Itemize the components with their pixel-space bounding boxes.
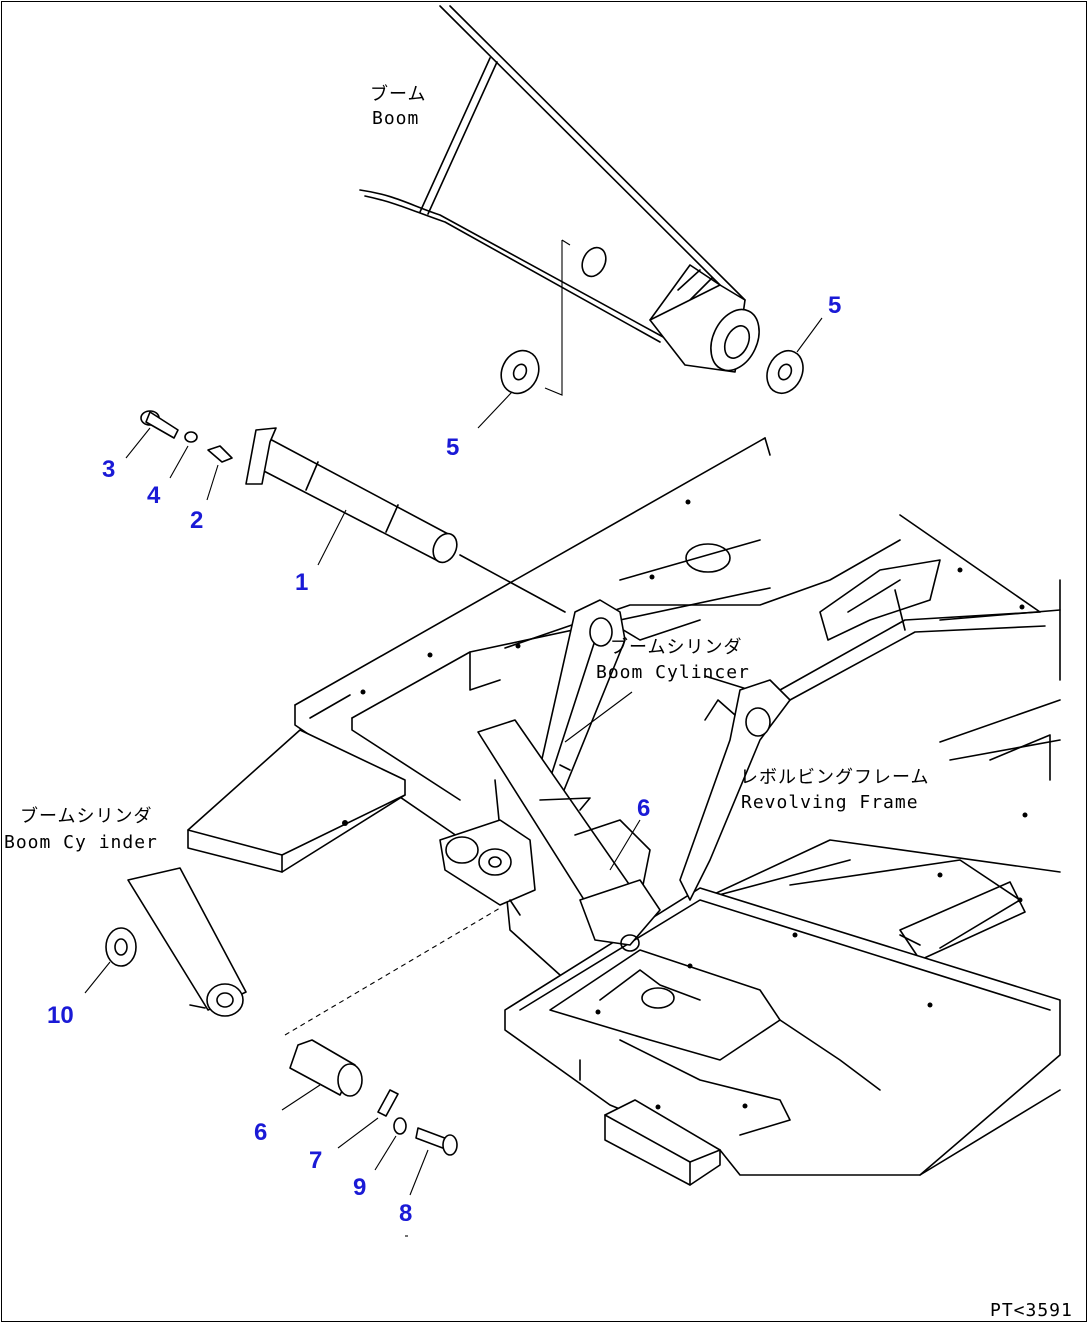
boom-label-jp: ブーム: [370, 83, 426, 105]
boom-cylinder-label-en: Boom Cylincer: [596, 662, 750, 683]
callout-2: 2: [190, 507, 203, 534]
callout-8: 8: [399, 1200, 412, 1227]
boom-cylinder-left: [127, 867, 247, 1017]
callout-6-upper: 6: [637, 795, 650, 822]
callout-10: 10: [47, 1002, 74, 1029]
bolt-8: [415, 1127, 458, 1156]
plate-2: [207, 445, 233, 463]
bolt-3: [140, 410, 179, 439]
boom-mount-bracket: [534, 599, 791, 901]
drawing-code: PT<3591: [990, 1300, 1073, 1321]
washer-5-left: [500, 349, 540, 395]
washer-4: [184, 431, 198, 443]
boom-outline: [359, 5, 760, 396]
washer-9: [393, 1117, 407, 1135]
callout-7: 7: [309, 1147, 322, 1174]
callout-3: 3: [102, 456, 115, 483]
callout-9: 9: [353, 1174, 366, 1201]
revolving-frame: [187, 437, 1061, 1186]
boom-cylinder-label-jp: ブームシリンダ: [610, 636, 742, 658]
callout-4: 4: [147, 482, 161, 509]
boom-label-en: Boom: [372, 108, 419, 129]
boom-cylinder-body: [439, 719, 661, 952]
left-boom-cylinder-label-jp: ブームシリンダ: [20, 805, 152, 827]
frame-detail-dots: [342, 499, 1028, 1110]
washer-5-right: [766, 350, 804, 394]
pin-1: [245, 427, 566, 613]
callout-6-lower: 6: [254, 1119, 267, 1146]
pin-6: [289, 1039, 363, 1097]
washer-10: [105, 927, 137, 967]
callout-5-left: 5: [446, 434, 459, 461]
callout-1: 1: [295, 569, 308, 596]
boom-label: ブーム Boom: [370, 83, 426, 129]
callout-5-right: 5: [828, 292, 841, 319]
plate-7: [377, 1089, 399, 1117]
left-boom-cylinder-label-en: Boom Cy inder: [4, 832, 158, 853]
revolving-frame-label-jp: レボルビングフレーム: [740, 767, 929, 788]
revolving-frame-label-en: Revolving Frame: [741, 792, 919, 813]
